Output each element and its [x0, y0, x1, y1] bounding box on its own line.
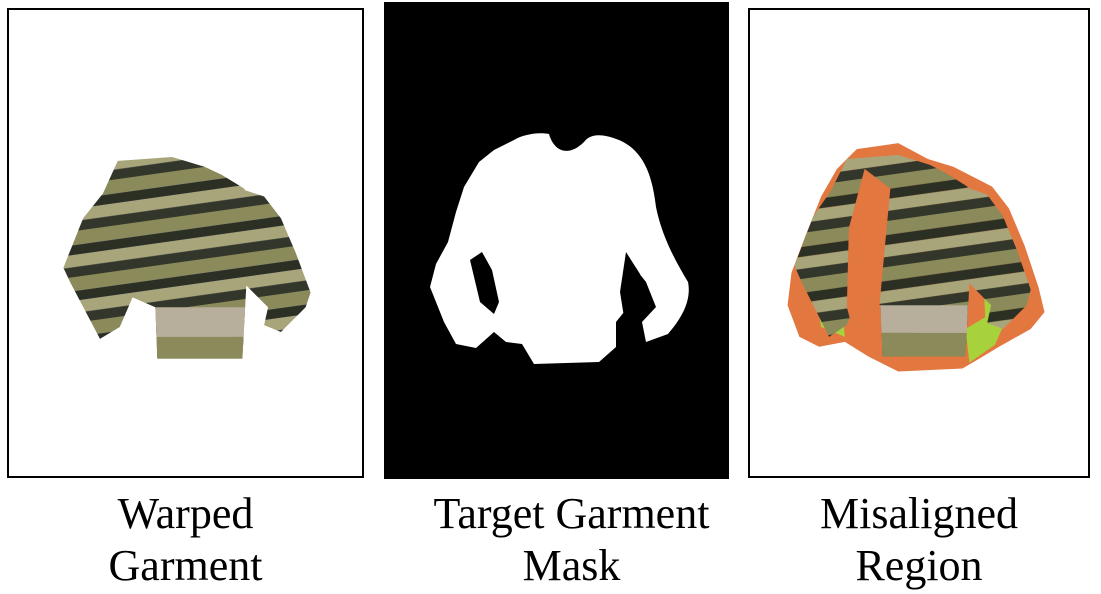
misaligned-region-image	[787, 143, 1045, 372]
caption-line: Misaligned	[820, 489, 1018, 538]
misaligned-region-panel	[748, 8, 1090, 478]
caption-line: Warped	[117, 489, 254, 538]
target-garment-mask-panel	[384, 2, 729, 479]
caption-line: Target Garment	[433, 489, 710, 538]
caption-line: Mask	[522, 541, 621, 590]
caption-line: Region	[855, 541, 983, 590]
warped-garment-image	[63, 156, 311, 359]
target-garment-mask-image	[430, 133, 689, 364]
misaligned-region-caption: Misaligned Region	[748, 488, 1090, 592]
caption-line: Garment	[108, 541, 263, 590]
warped-garment-panel	[7, 8, 364, 478]
target-garment-mask-caption: Target Garment Mask	[384, 488, 759, 592]
warped-garment-caption: Warped Garment	[7, 488, 364, 592]
